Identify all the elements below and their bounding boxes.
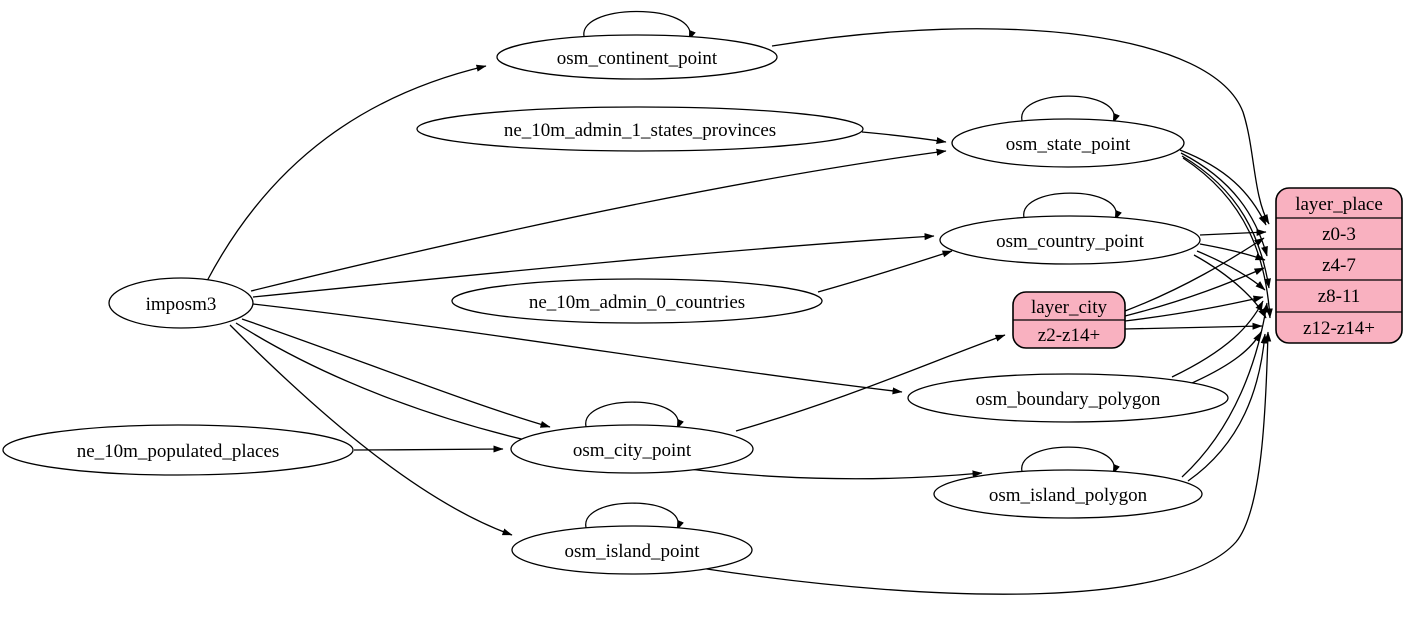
node-osm-island-polygon: osm_island_polygon bbox=[933, 469, 1203, 519]
edge-osm_city_point-layer_city bbox=[735, 334, 1006, 432]
node-ne-10m-admin-1-states-provinces-shape bbox=[416, 106, 864, 152]
node-osm-state-point-shape bbox=[951, 118, 1185, 168]
record-layer-place-row-z8-11: z8-11 bbox=[1318, 286, 1361, 307]
node-osm-continent-point: osm_continent_point bbox=[496, 34, 778, 80]
node-imposm3-label: imposm3 bbox=[146, 294, 217, 315]
node-osm-island-polygon-shape bbox=[933, 469, 1203, 519]
edge-osm_country_point-z8-11 bbox=[1196, 250, 1266, 291]
edge-selfloop-osm_country_point bbox=[1023, 192, 1122, 222]
node-ne-10m-populated-places: ne_10m_populated_places bbox=[2, 424, 354, 476]
node-osm-city-point-label: osm_city_point bbox=[573, 440, 692, 461]
node-osm-island-point-shape bbox=[511, 525, 753, 575]
edge-selfloop-osm_island_point bbox=[585, 502, 684, 532]
edge-osm_state_point-z8-11 bbox=[1181, 155, 1271, 289]
edge-selfloop-osm_continent_point bbox=[583, 10, 696, 41]
node-osm-island-point: osm_island_point bbox=[511, 525, 753, 575]
node-osm-country-point: osm_country_point bbox=[939, 215, 1201, 265]
edge-osm_boundary_polygon-z12-z14 bbox=[1191, 331, 1262, 384]
node-osm-island-point-label: osm_island_point bbox=[564, 541, 700, 562]
node-osm-city-point-shape bbox=[510, 424, 754, 474]
node-imposm3-shape bbox=[108, 277, 254, 329]
record-layer-place-title: layer_place bbox=[1295, 194, 1383, 215]
edge-osm_country_point-z0-3 bbox=[1199, 228, 1267, 236]
edge-imposm3-osm_country_point bbox=[252, 233, 935, 298]
edge-layer_city-z8-11 bbox=[1124, 295, 1264, 322]
edge-imposm3-osm_city_point bbox=[241, 318, 551, 428]
record-layer-place-row-z4-7: z4-7 bbox=[1322, 255, 1356, 276]
node-ne-10m-populated-places-label: ne_10m_populated_places bbox=[77, 441, 280, 462]
node-ne-10m-admin-0-countries-shape bbox=[451, 278, 823, 324]
record-layer-city: layer_city z2-z14+ bbox=[1012, 291, 1126, 349]
edge-layer_city-z12-z14 bbox=[1124, 322, 1263, 330]
node-osm-boundary-polygon: osm_boundary_polygon bbox=[907, 373, 1229, 423]
node-osm-continent-point-label: osm_continent_point bbox=[557, 48, 718, 69]
record-layer-place-row-z0-3: z0-3 bbox=[1322, 224, 1356, 245]
record-layer-city-title: layer_city bbox=[1031, 297, 1107, 318]
record-layer-place: layer_place z0-3 z4-7 z8-11 z12-z14+ bbox=[1275, 187, 1403, 344]
node-osm-boundary-polygon-shape bbox=[907, 373, 1229, 423]
edge-imposm3-osm_continent_point bbox=[206, 64, 487, 282]
edge-osm_island_point-z12-z14 bbox=[699, 331, 1272, 595]
node-osm-boundary-polygon-label: osm_boundary_polygon bbox=[976, 389, 1161, 410]
node-osm-state-point: osm_state_point bbox=[951, 118, 1185, 168]
nodes: imposm3 osm_continent_point ne_10m_admin… bbox=[2, 34, 1229, 575]
edge-osm_continent_point-z0-3 bbox=[771, 28, 1270, 225]
edge-osm_boundary_polygon-z8-11 bbox=[1171, 300, 1264, 378]
edge-imposm3-osm_state_point bbox=[250, 148, 947, 292]
edge-osm_state_point-z12-z14 bbox=[1182, 157, 1273, 319]
node-osm-state-point-label: osm_state_point bbox=[1006, 134, 1131, 155]
edge-osm_island_polygon-z12-z14 bbox=[1187, 333, 1268, 482]
node-ne-10m-admin-1-states-provinces: ne_10m_admin_1_states_provinces bbox=[416, 106, 864, 152]
node-osm-continent-point-shape bbox=[496, 34, 778, 80]
node-ne-10m-admin-0-countries-label: ne_10m_admin_0_countries bbox=[529, 292, 745, 313]
edge-imposm3-osm_island_point bbox=[229, 324, 513, 536]
edge-ne_10m_admin_1_states_provinces-osm_state_point bbox=[861, 131, 947, 145]
node-osm-country-point-shape bbox=[939, 215, 1201, 265]
edge-osm_state_point-z0-3 bbox=[1179, 149, 1267, 226]
record-layer-place-box bbox=[1275, 187, 1403, 344]
edge-ne_10m_admin_0_countries-osm_country_point bbox=[817, 250, 953, 293]
record-layer-city-row-z2-z14: z2-z14+ bbox=[1038, 325, 1100, 346]
record-layer-place-row-z12-z14: z12-z14+ bbox=[1303, 318, 1375, 339]
edge-selfloop-osm_city_point bbox=[585, 401, 684, 431]
edge-selfloop-osm_island_polygon bbox=[1021, 446, 1120, 476]
edge-ne_10m_populated_places-osm_city_point bbox=[353, 445, 504, 453]
edge-selfloop-osm_state_point bbox=[1021, 95, 1120, 125]
node-imposm3: imposm3 bbox=[108, 277, 254, 329]
node-ne-10m-admin-1-states-provinces-label: ne_10m_admin_1_states_provinces bbox=[504, 120, 776, 141]
node-ne-10m-populated-places-shape bbox=[2, 424, 354, 476]
node-ne-10m-admin-0-countries: ne_10m_admin_0_countries bbox=[451, 278, 823, 324]
node-osm-city-point: osm_city_point bbox=[510, 424, 754, 474]
edge-layer_city-z4-7 bbox=[1124, 267, 1265, 317]
edge-imposm3-osm_boundary_polygon bbox=[252, 303, 903, 395]
node-osm-country-point-label: osm_country_point bbox=[996, 231, 1144, 252]
node-osm-island-polygon-label: osm_island_polygon bbox=[989, 485, 1148, 506]
edge-osm_island_polygon-z8-11 bbox=[1181, 302, 1269, 478]
edge-osm_country_point-z4-7 bbox=[1199, 243, 1266, 261]
edge-layer_city-z0-3 bbox=[1124, 237, 1265, 312]
